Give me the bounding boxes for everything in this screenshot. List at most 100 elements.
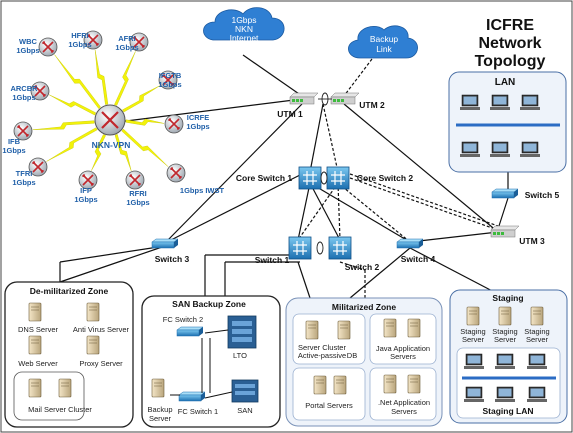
staging-zone-title: Staging — [492, 293, 523, 303]
vpn-link-wbc — [54, 54, 101, 109]
switch5-label: Switch 5 — [525, 190, 560, 200]
switch3-device — [151, 238, 179, 249]
router-speed-ifb: 1Gbps — [2, 146, 25, 155]
vpn-link-ifp — [91, 134, 106, 171]
mil-item-4: Servers — [390, 352, 416, 361]
staging-lan-label: Staging LAN — [483, 406, 534, 416]
router-name-hfri: HFRI — [71, 31, 89, 40]
internet-cloud-line3: Internet — [230, 33, 259, 43]
vpn-link-icrfe — [125, 118, 165, 126]
fc-switch1-device — [178, 391, 206, 402]
vpn-link-afri — [114, 51, 136, 106]
router-rfri — [125, 170, 145, 190]
switch12-link-icon — [316, 241, 324, 255]
core-switch2-device — [326, 166, 350, 190]
nkn-vpn-router — [94, 104, 126, 136]
lan-zone-title: LAN — [495, 77, 516, 88]
dmz-item-1: Anti Virus Server — [73, 325, 130, 334]
router-wbc — [38, 37, 58, 57]
switch3-label: Switch 3 — [155, 254, 190, 264]
internet-cloud: 1Gbps NKN Internet — [203, 7, 285, 43]
mil-item-2: DB — [347, 351, 357, 360]
staging-item-4: Staging — [524, 327, 549, 336]
utm1-label: UTM 1 — [277, 109, 303, 119]
mil-item-3: Java Application — [376, 344, 430, 353]
vpn-link-rfri — [114, 134, 132, 171]
san-item-1: LTO — [233, 351, 247, 360]
staging-zone: Staging Staging Server Staging Server St… — [449, 289, 568, 424]
switch1-device — [288, 236, 312, 260]
utm-link-icon — [318, 92, 332, 106]
router-speed-icrfe: 1Gbps — [186, 122, 209, 131]
militarized-zone: Militarized Zone Server Cluster Active-p… — [285, 297, 443, 427]
san-zone: SAN Backup Zone FC Switch 2 LTO Backup S… — [141, 295, 281, 428]
diagram-title: ICFRE Network Topology — [475, 17, 546, 70]
dmz-zone: De-militarized Zone DNS Server Anti Viru… — [4, 281, 134, 428]
lan-zone: LAN — [448, 71, 567, 173]
title-line1: ICFRE — [486, 17, 534, 34]
san-zone-title: SAN Backup Zone — [172, 299, 246, 309]
router-name-arcbr: ARCBR — [10, 84, 38, 93]
utm3-device — [490, 225, 520, 238]
router-name-rfri: RFRI — [129, 189, 147, 198]
router-speed-wbc: 1Gbps — [16, 46, 39, 55]
router-speed-tfri: 1Gbps — [12, 178, 35, 187]
vpn-link-hfri — [94, 49, 109, 105]
internet-cloud-line1: 1Gbps — [231, 15, 256, 25]
router-speed-ifp: 1Gbps — [74, 195, 97, 204]
dmz-item-3: Proxy Server — [79, 359, 123, 368]
connection-lines — [59, 54, 509, 313]
core-switch2-label: Core Switch 2 — [357, 173, 413, 183]
router-speed-arcbr: 1Gbps — [12, 93, 35, 102]
san-item-5: SAN — [237, 406, 252, 415]
router-icrfe — [164, 114, 184, 134]
mil-item-1: Active-passive — [298, 351, 346, 360]
vpn-link-ifgtb — [122, 85, 160, 113]
hub-label: NKN-VPN — [92, 140, 131, 150]
core-switch1-label: Core Switch 1 — [236, 173, 292, 183]
switch2-label: Switch 2 — [345, 262, 380, 272]
dmz-item-4: Mail Server Cluster — [28, 405, 92, 414]
router-name-ifp: IFP — [80, 186, 92, 195]
vpn-link-tfri — [46, 127, 98, 162]
router-speed-hfri: 1Gbps — [68, 40, 91, 49]
router-label-iwst: 1Gbps IWST — [180, 186, 225, 195]
vpn-link-ifb — [32, 120, 95, 130]
backup-cloud: Backup Link — [348, 25, 418, 59]
utm1-device — [289, 92, 319, 105]
mil-item-7: Servers — [391, 407, 417, 416]
router-speed-rfri: 1Gbps — [126, 198, 149, 207]
staging-item-3: Server — [494, 335, 517, 344]
vpn-links — [32, 49, 169, 171]
san-item-4: FC Switch 1 — [178, 407, 218, 416]
switch2-device — [328, 236, 352, 260]
mil-zone-title: Militarized Zone — [332, 302, 397, 312]
vpn-link-arcbr — [49, 94, 96, 116]
internet-cloud-line2: NKN — [235, 24, 253, 34]
backup-cloud-line2: Link — [376, 44, 392, 54]
router-name-afri: AFRI — [118, 34, 136, 43]
utm3-label: UTM 3 — [519, 236, 545, 246]
mil-item-5: Portal Servers — [305, 401, 353, 410]
router-iwst — [166, 163, 186, 183]
router-group: WBC1GbpsHFRI1GbpsAFRI1GbpsIFGTB1GbpsARCB… — [2, 30, 225, 207]
router-name-tfri: TFRI — [16, 169, 33, 178]
staging-item-1: Server — [462, 335, 485, 344]
title-line3: Topology — [475, 53, 546, 70]
title-line2: Network — [478, 35, 541, 52]
utm2-device — [330, 92, 360, 105]
utm2-label: UTM 2 — [359, 100, 385, 110]
router-name-icrfe: ICRFE — [187, 113, 210, 122]
backup-cloud-line1: Backup — [370, 34, 399, 44]
router-speed-ifgtb: 1Gbps — [158, 80, 181, 89]
san-item-2: Backup — [147, 405, 172, 414]
core-link-icon — [320, 171, 328, 185]
staging-item-2: Staging — [492, 327, 517, 336]
switch4-label: Switch 4 — [401, 254, 436, 264]
dmz-item-0: DNS Server — [18, 325, 59, 334]
dmz-zone-title: De-militarized Zone — [30, 286, 109, 296]
mil-item-0: Server Cluster — [298, 343, 346, 352]
dmz-item-2: Web Server — [18, 359, 58, 368]
